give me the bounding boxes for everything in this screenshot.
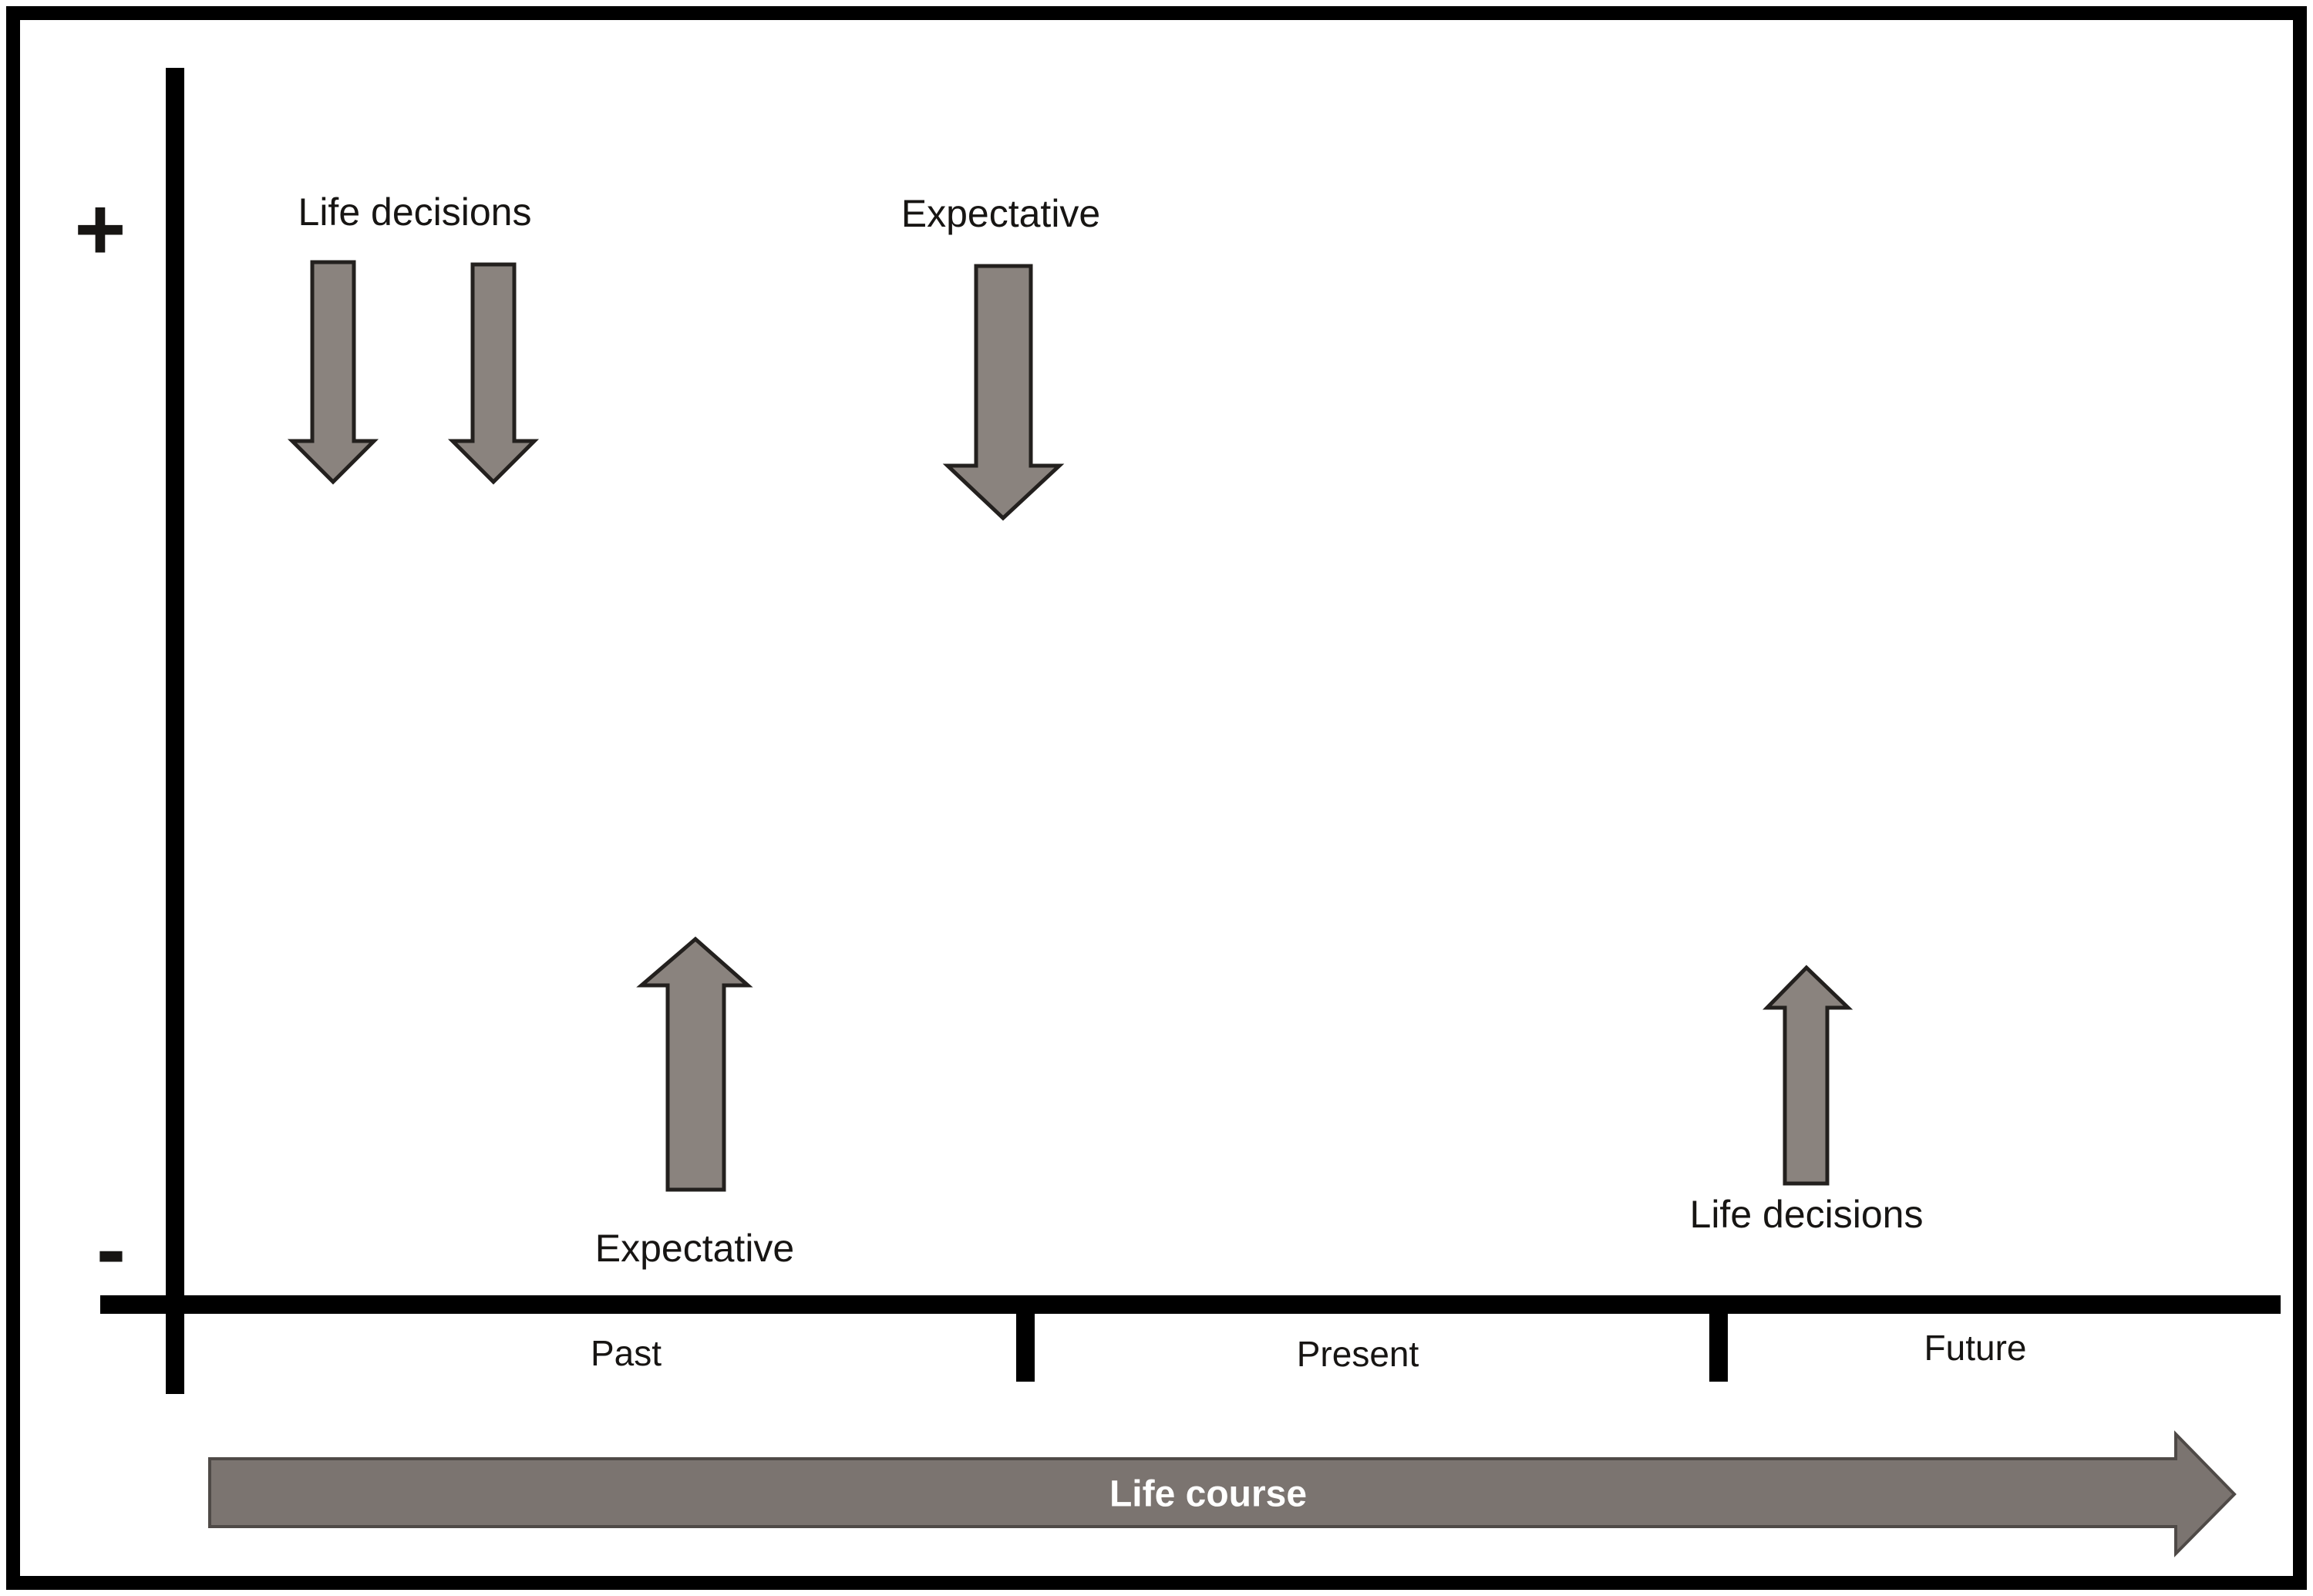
down-arrow-life-decisions-1: [287, 260, 379, 485]
life-course-label: Life course: [1109, 1473, 1308, 1515]
minus-sign: -: [96, 1200, 126, 1299]
vertical-axis: [166, 68, 184, 1394]
up-arrow-life-decisions: [1763, 965, 1853, 1186]
label-expectative-bottom: Expectative: [594, 1227, 795, 1270]
down-arrow-life-decisions-2: [447, 262, 540, 485]
timeline-label-past: Past: [590, 1333, 662, 1373]
timeline-label-present: Present: [1296, 1334, 1419, 1374]
plus-sign: +: [74, 180, 126, 279]
timeline-label-future: Future: [1924, 1328, 2027, 1368]
label-life-decisions-bottom: Life decisions: [1689, 1193, 1924, 1236]
tick-present-future: [1709, 1295, 1728, 1382]
label-expectative-top: Expectative: [901, 192, 1101, 235]
label-life-decisions-top: Life decisions: [298, 190, 532, 234]
up-arrow-expectative: [636, 936, 753, 1192]
life-course-arrow: [208, 1430, 2237, 1557]
horizontal-axis: [100, 1295, 2281, 1314]
tick-past-present: [1016, 1295, 1035, 1382]
down-arrow-expectative: [942, 264, 1065, 521]
